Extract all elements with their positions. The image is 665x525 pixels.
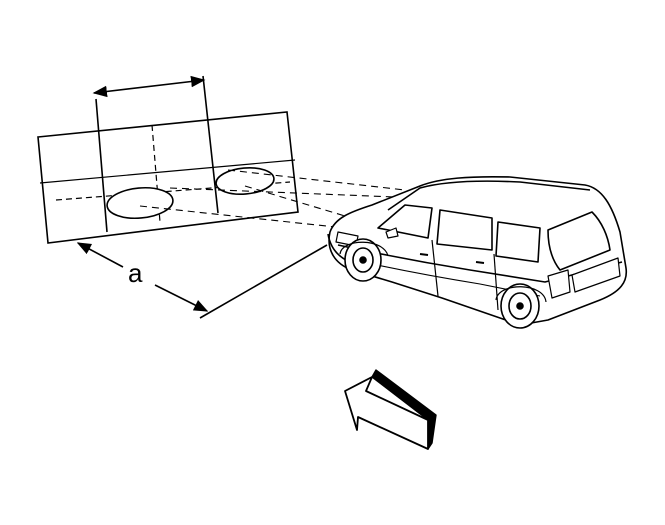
projection-lines <box>139 169 406 229</box>
minivan-icon <box>327 175 628 329</box>
aiming-screen <box>37 75 299 244</box>
distance-label: a <box>128 258 143 288</box>
left-beam-pattern <box>106 186 174 220</box>
distance-dimension <box>76 242 328 319</box>
arrow-icon <box>344 369 437 450</box>
beam-patterns <box>106 167 275 220</box>
right-beam-pattern <box>215 167 275 195</box>
headlamp-spacing-dimension <box>92 75 206 98</box>
